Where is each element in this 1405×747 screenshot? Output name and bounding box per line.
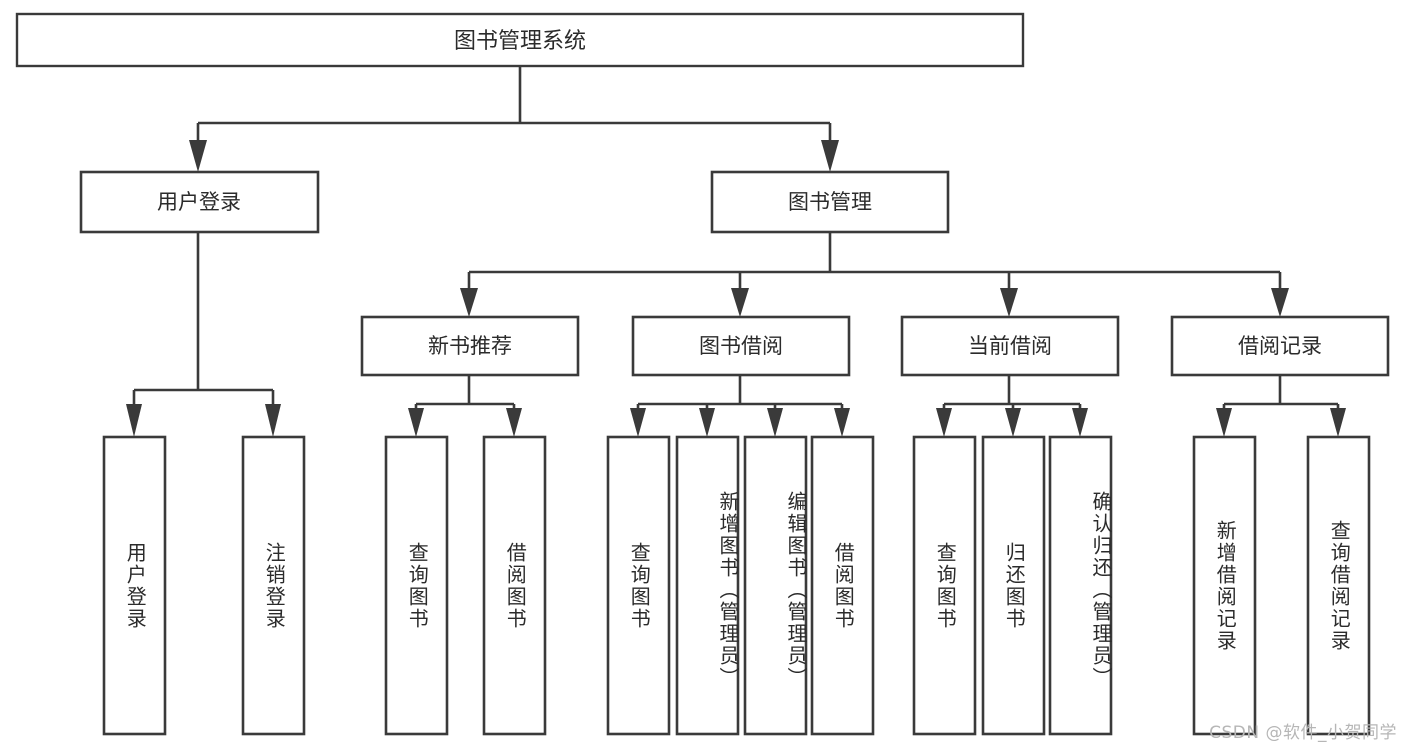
arrowhead-leaf-confirm-return [1072, 408, 1088, 437]
node-label-borrow-record: 借阅记录 [1238, 334, 1322, 358]
node-user-login[interactable]: 用户登录 [79, 170, 320, 234]
node-label-current-borrow: 当前借阅 [968, 334, 1052, 358]
node-box-current-borrow[interactable] [900, 315, 1120, 377]
arrowhead-leaf-add-book [699, 408, 715, 437]
arrowhead-leaf-query-record [1330, 408, 1346, 437]
arrowhead-current [1000, 288, 1018, 317]
node-box-book-borrow[interactable] [631, 315, 851, 377]
arrowhead-leaf-return-book [1005, 408, 1021, 437]
leaf-box-query-book-c[interactable] [912, 435, 977, 736]
node-box-book-management[interactable] [710, 170, 950, 234]
leaf-box-return-book[interactable] [981, 435, 1046, 736]
arrowhead-userlogin [189, 140, 207, 172]
node-box-new-book-recommend[interactable] [360, 315, 580, 377]
node-book-management-system[interactable]: 图书管理系统 [15, 12, 1025, 68]
node-box-user-login[interactable] [79, 170, 320, 234]
leaf-box-query-book-a[interactable] [384, 435, 449, 736]
node-box-root[interactable] [15, 12, 1025, 68]
arrowhead-leaf-query-book-b [630, 408, 646, 437]
arrowhead-leaf-borrow-book-a [506, 408, 522, 437]
arrowhead-borrow [731, 288, 749, 317]
leaf-box-logout[interactable] [241, 435, 306, 736]
arrowhead-leaf-query-book-a [408, 408, 424, 437]
arrowhead-leaf-query-book-c [936, 408, 952, 437]
arrowhead-leaf-add-record [1216, 408, 1232, 437]
node-label-root: 图书管理系统 [454, 29, 586, 54]
node-label-book-borrow: 图书借阅 [699, 334, 783, 358]
arrowhead-leaf-user-login [126, 404, 142, 437]
node-label-new-book-recommend: 新书推荐 [428, 334, 512, 358]
arrowhead-leaf-borrow-book-b [834, 408, 850, 437]
node-box-borrow-record[interactable] [1170, 315, 1390, 377]
leaf-box-confirm-return[interactable] [1048, 435, 1113, 736]
node-book-management[interactable]: 图书管理 [710, 170, 950, 234]
leaf-box-borrow-book-b[interactable] [810, 435, 875, 736]
node-borrow-record[interactable]: 借阅记录 [1170, 315, 1390, 377]
arrowhead-leaf-logout [265, 404, 281, 437]
leaf-box-edit-book[interactable] [743, 435, 808, 736]
arrowhead-bookmgmt [821, 140, 839, 172]
node-label-user-login: 用户登录 [157, 190, 241, 214]
leaf-box-query-book-b[interactable] [606, 435, 671, 736]
leaf-box-add-book[interactable] [675, 435, 740, 736]
watermark-text: CSDN @软件_小贺同学 [1209, 723, 1397, 743]
node-book-borrow[interactable]: 图书借阅 [631, 315, 851, 377]
leaf-box-borrow-book-a[interactable] [482, 435, 547, 736]
leaf-box-add-record[interactable] [1192, 435, 1257, 736]
node-current-borrow[interactable]: 当前借阅 [900, 315, 1120, 377]
leaf-box-query-record[interactable] [1306, 435, 1371, 736]
node-label-book-management: 图书管理 [788, 190, 872, 214]
node-new-book-recommend[interactable]: 新书推荐 [360, 315, 580, 377]
leaf-box-user-login[interactable] [102, 435, 167, 736]
arrowhead-record [1271, 288, 1289, 317]
arrowhead-newbook [460, 288, 478, 317]
connector-layer [126, 66, 1346, 437]
arrowhead-leaf-edit-book [767, 408, 783, 437]
